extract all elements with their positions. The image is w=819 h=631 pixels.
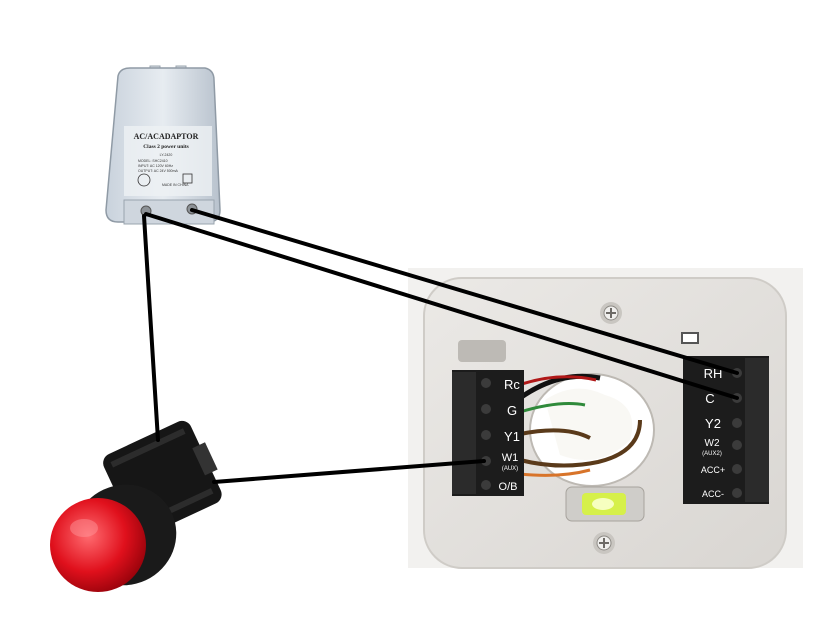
terminal-block-right: RH C Y2 W2 (AUX2) ACC+ ACC- [683,356,769,504]
terminal-label-y2: Y2 [705,416,721,431]
wire-light-to-w1 [212,459,486,484]
terminal-label-g: G [507,403,517,418]
screw-icon [593,532,615,554]
terminal-label-w1: W1 [502,452,519,464]
terminal-label-c: C [705,391,714,406]
bubble-level [565,486,645,522]
double-insulation-icon [182,173,193,184]
terminal-label-y1: Y1 [504,429,520,444]
adapter-spec-line: INPUT: AC 120V 60Hz [138,164,173,168]
terminal-label-w2: W2 [705,438,720,449]
thermostat-baseplate: Rc G Y1 W1 (AUX) O/B RH C Y2 W2 (AUX2) A… [408,268,803,569]
terminal-label-aux2: (AUX2) [702,451,722,457]
adapter-subtitle: Class 2 power units [143,144,189,150]
connection-wires [142,208,739,484]
adapter-spec-line: OUTPUT: AC 24V 500mA [138,169,179,173]
terminal-label-ob: O/B [499,481,518,493]
adapter-spec-line: MODEL: SHC2410 [138,159,168,163]
ac-adapter: AC/ACADAPTOR Class 2 power units LY-2420… [105,65,221,225]
screw-icon [600,302,622,324]
red-lens [50,498,146,592]
adapter-spec-line: MADE IN CHINA [162,183,189,187]
terminal-label-rh: RH [704,366,723,381]
terminal-label-acc-minus: ACC- [702,489,724,499]
terminal-label-rc: Rc [504,377,520,392]
ul-mark-icon [137,173,151,187]
wire-adapter-to-c [144,212,739,400]
terminal-label-acc-plus: ACC+ [701,465,725,475]
adapter-spec-line: LY-2420 [160,153,173,157]
terminal-block-left: Rc G Y1 W1 (AUX) O/B [452,370,524,496]
indicator-light [50,420,222,592]
terminal-label-aux: (AUX) [502,466,518,472]
wire-adapter-to-rh [190,208,739,375]
adapter-title: AC/ACADAPTOR [134,132,199,141]
wire-adapter-to-light [142,214,160,442]
